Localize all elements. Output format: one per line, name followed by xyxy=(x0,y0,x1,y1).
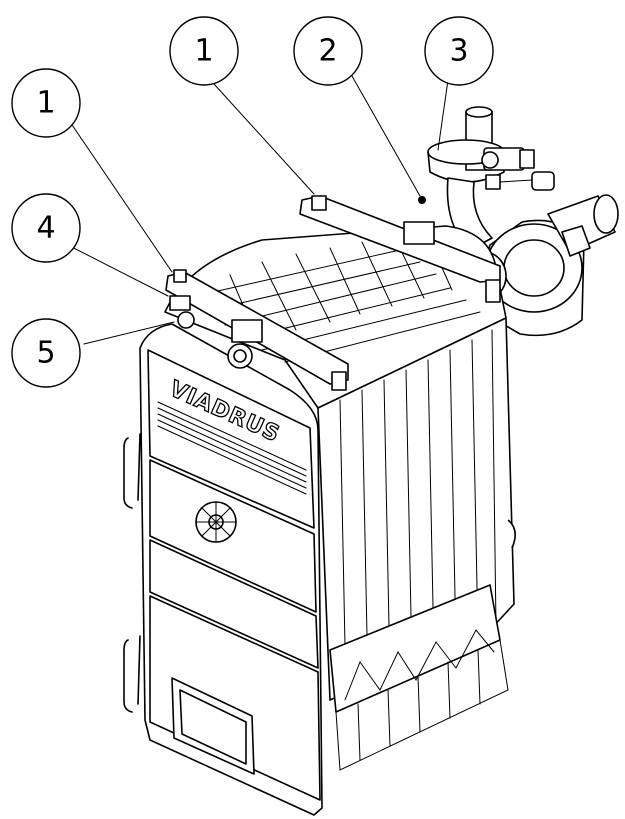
svg-text:5: 5 xyxy=(36,336,55,371)
mounting-brackets xyxy=(165,195,501,391)
leader-lines xyxy=(57,75,449,345)
svg-text:2: 2 xyxy=(318,34,337,69)
svg-text:4: 4 xyxy=(36,211,55,246)
boiler-front: VIADRUS xyxy=(123,295,323,816)
callout-4: 4 xyxy=(11,193,81,263)
svg-text:1: 1 xyxy=(36,86,55,121)
svg-text:3: 3 xyxy=(449,34,468,69)
callout-5: 5 xyxy=(11,318,81,388)
callout-2: 2 xyxy=(293,16,363,86)
boiler-body xyxy=(164,225,516,771)
callout-1-left: 1 xyxy=(11,68,81,138)
svg-text:1: 1 xyxy=(194,34,213,69)
callout-1-top: 1 xyxy=(169,16,239,86)
callout-3: 3 xyxy=(424,16,494,86)
